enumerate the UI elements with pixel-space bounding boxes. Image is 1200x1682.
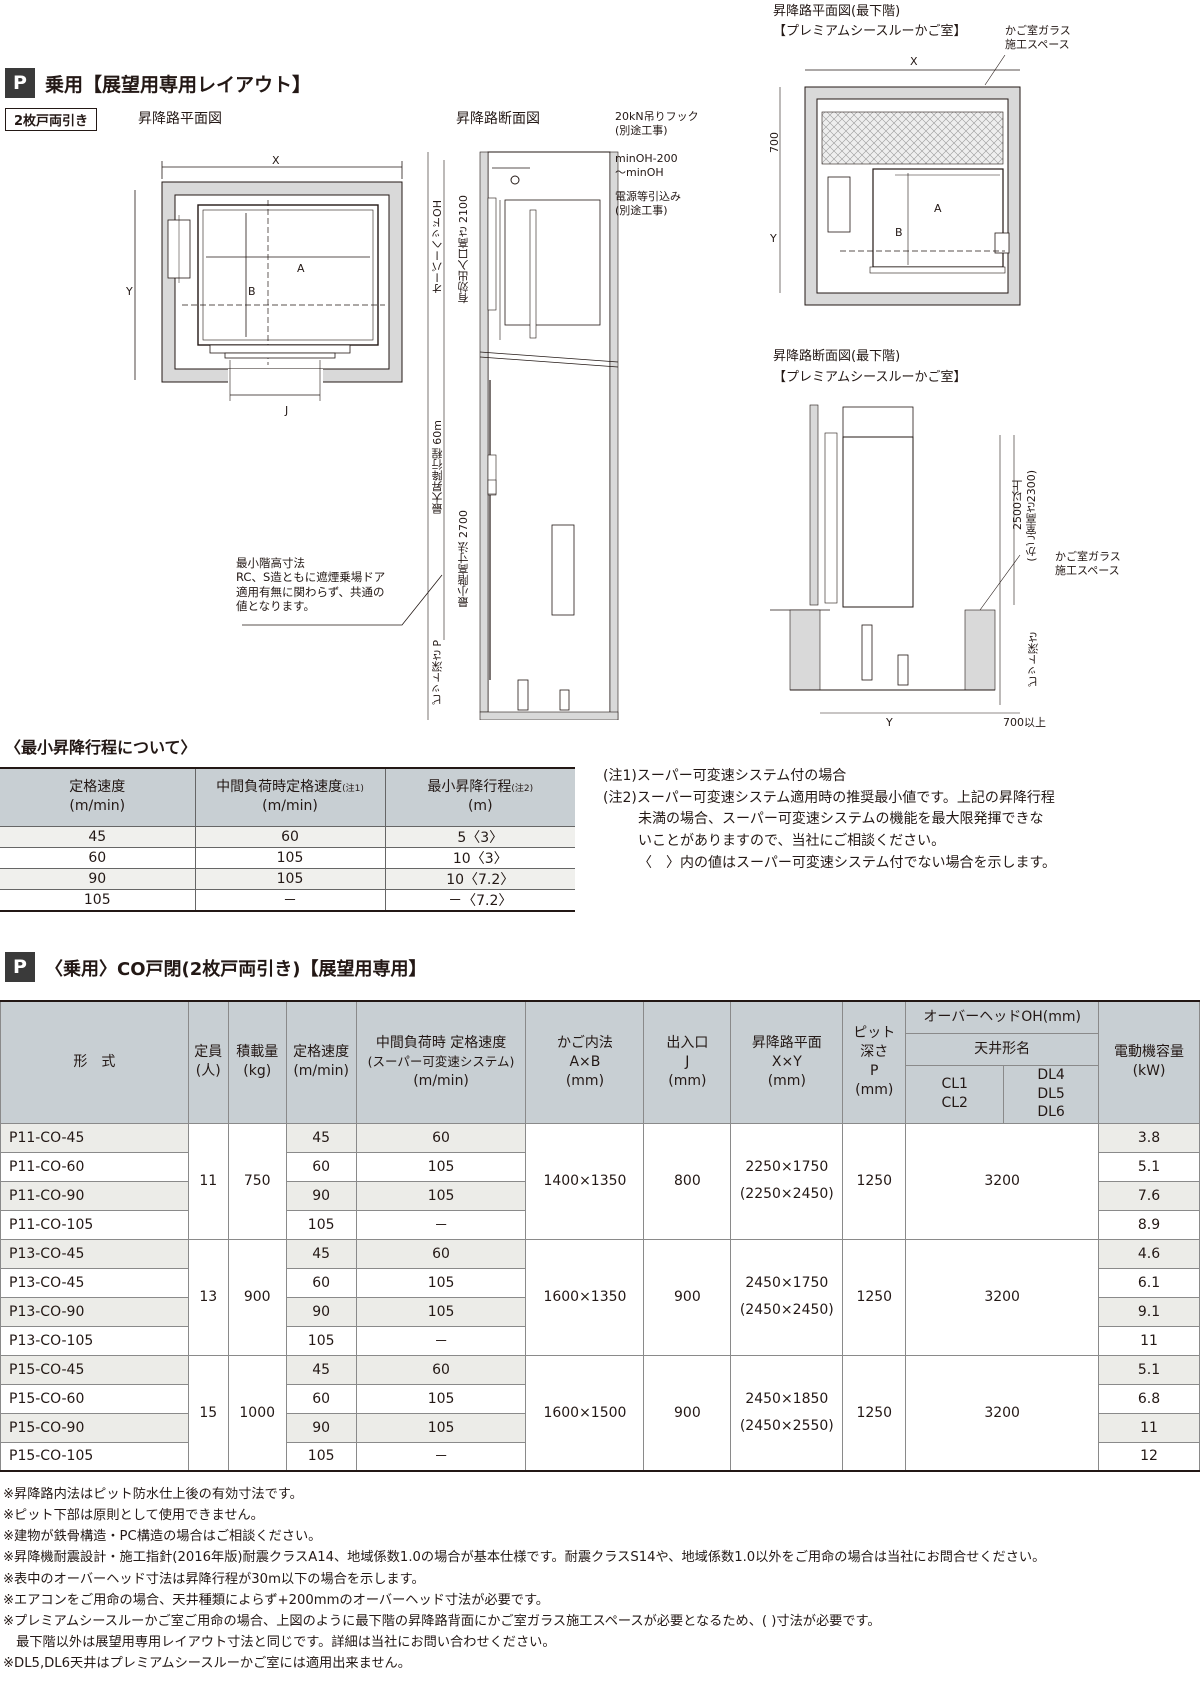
header-car: かご内法 A×B (mm) xyxy=(525,1000,645,1124)
premium-a-label: A xyxy=(934,202,942,215)
header-motor: 電動機容量 (kW) xyxy=(1098,1000,1200,1124)
premium-b-label: B xyxy=(895,226,903,239)
min-travel-title: 〈最小昇降行程について〉 xyxy=(5,738,197,757)
plan-a-label: A xyxy=(297,262,305,275)
section-title-diagram: 昇降路断面図 xyxy=(456,111,540,127)
premium-car-height-label: (かご室高さ2300) xyxy=(1025,470,1038,562)
premium-700-label: 700 xyxy=(768,132,781,153)
table-row: P15-CO-90 90 105 11 xyxy=(0,1412,1200,1443)
min-floor-label: 最小階高寸法 2700 xyxy=(457,510,470,608)
premium-section-title2: 【プレミアムシースルーかご室】 xyxy=(773,370,967,385)
plan-b-label: B xyxy=(248,285,256,298)
table-row: P15-CO-105 105 － 12 xyxy=(0,1441,1200,1472)
min-floor-note: 最小階高寸法 RC、S造ともに遮煙乗場ドア 適用有無に関わらず、共通の 値となり… xyxy=(236,556,386,614)
premium-section-700-label: 700以上 xyxy=(1003,716,1046,729)
power-label: 電源等引込み(別途工事) xyxy=(615,190,681,217)
section-badge: P xyxy=(5,68,35,98)
header-mid-speed: 中間負荷時 定格速度(スーパー可変速システム)(m/min) xyxy=(355,1000,527,1124)
header-speed: 定格速度 (m/min) xyxy=(285,1000,357,1124)
section-title: 乗用【展望用専用レイアウト】 xyxy=(45,74,312,96)
premium-section-title1: 昇降路断面図(最下階) xyxy=(773,349,901,364)
table-row: P11-CO-60 60 105 5.1 xyxy=(0,1151,1200,1182)
note-leader xyxy=(242,574,443,626)
header-hoistway: 昇降路平面 X×Y (mm) xyxy=(730,1000,844,1124)
header-dl: DL4 DL5 DL6 xyxy=(1003,1064,1100,1124)
premium-plan-diagram xyxy=(779,55,1021,306)
oh-range-label: minOH-200～minOH xyxy=(615,152,678,179)
premium-x-label: X xyxy=(910,55,918,68)
footnotes: ※昇降路内法はピット防水仕上後の有効寸法です。 ※ピット下部は原則として使用でき… xyxy=(3,1487,1046,1671)
table-row: P11-CO-105 105 － 8.9 xyxy=(0,1209,1200,1240)
table-row: P13-CO-45 13 900 45 60 1600×1350 900 245… xyxy=(0,1238,1200,1356)
hoistway-plan-diagram xyxy=(134,161,403,401)
spec-table: 形 式 定員 (人) 積載量 (kg) 定格速度 (m/min) 中間負荷時 定… xyxy=(0,1000,1200,1472)
table-row: P15-CO-45 15 1000 45 60 1600×1500 900 24… xyxy=(0,1354,1200,1472)
premium-section-glass-label: かご室ガラス施工スペース xyxy=(1055,550,1121,577)
min-travel-table: 定格速度(m/min) 中間負荷時定格速度(注1)(m/min) 最小昇降行程(… xyxy=(0,767,575,912)
hook-label: 20kN吊りフック(別途工事) xyxy=(615,110,699,137)
plan-x-label: X xyxy=(272,154,280,167)
table-row: P13-CO-90 90 105 9.1 xyxy=(0,1296,1200,1327)
header-pit: ピット 深さ P (mm) xyxy=(842,1000,907,1124)
header-capacity: 定員 (人) xyxy=(187,1000,229,1124)
min-travel-header: 定格速度(m/min) xyxy=(0,768,196,826)
plan-y-label: Y xyxy=(126,285,133,298)
premium-section-y-label: Y xyxy=(886,716,893,729)
section2-title: 〈乗用〉CO戸閉(2枚戸両引き)【展望用専用】 xyxy=(45,959,427,980)
premium-y-label: Y xyxy=(770,232,777,245)
max-travel-label: 最大昇降行程 60m xyxy=(431,420,444,515)
min-travel-notes: (注1)スーパー可変速システム付の場合 (注2)スーパー可変速システム適用時の推… xyxy=(603,768,1057,871)
plan-title: 昇降路平面図 xyxy=(138,111,222,127)
premium-section-diagram xyxy=(770,404,1021,714)
min-travel-header: 中間負荷時定格速度(注1)(m/min) xyxy=(195,768,386,826)
table-row: P11-CO-45 11 750 45 60 1400×1350 800 225… xyxy=(0,1122,1200,1240)
header-overhead: オーバーヘッドOH(mm) xyxy=(905,1000,1100,1034)
section2-badge: P xyxy=(5,952,35,982)
min-travel-header: 最小昇降行程(注2)(m) xyxy=(385,768,575,826)
premium-pit-label: ピット深さ xyxy=(1027,632,1040,687)
door-type-label: 2枚戸両引き xyxy=(5,108,98,131)
pit-depth-label: ピット深さ P xyxy=(431,640,444,706)
header-ceiling: 天井形名 xyxy=(905,1032,1100,1066)
entrance-height-label: 有効出入口高さ 2100 xyxy=(457,195,470,304)
header-load: 積載量 (kg) xyxy=(227,1000,287,1124)
header-model: 形 式 xyxy=(0,1000,189,1124)
hoistway-section-diagram xyxy=(427,151,619,720)
table-row: 105－－〈7.2〉 xyxy=(0,888,575,911)
plan-j-label: J xyxy=(285,404,289,417)
header-cl: CL1 CL2 xyxy=(905,1064,1005,1124)
table-row: P13-CO-105 105 － 11 xyxy=(0,1325,1200,1356)
premium-glass-label: かご室ガラス施工スペース xyxy=(1005,24,1071,51)
premium-plan-title1: 昇降路平面図(最下階) xyxy=(773,4,901,19)
header-entrance: 出入口 J (mm) xyxy=(643,1000,732,1124)
table-row: P13-CO-45 60 105 6.1 xyxy=(0,1267,1200,1298)
premium-plan-title2: 【プレミアムシースルーかご室】 xyxy=(773,24,967,39)
overhead-label: オーバーヘッドOH xyxy=(431,200,444,294)
table-row: P11-CO-90 90 105 7.6 xyxy=(0,1180,1200,1211)
